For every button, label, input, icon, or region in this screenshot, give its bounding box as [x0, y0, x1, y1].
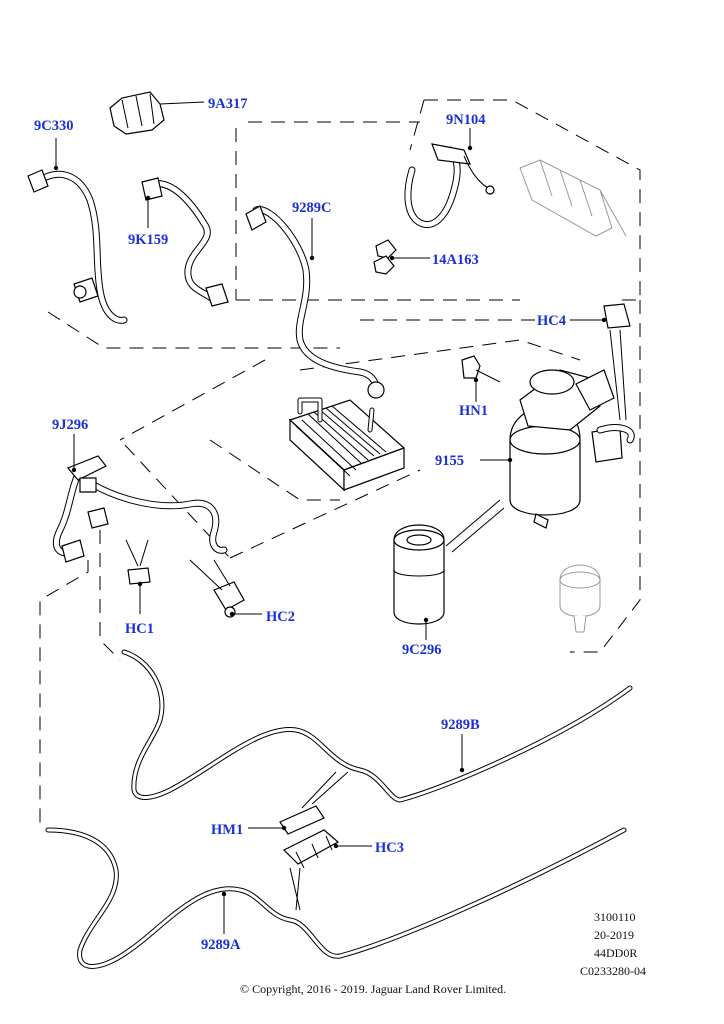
- part-9C330-hose: [27, 138, 128, 324]
- part-9K159-harness: [141, 177, 229, 307]
- callout-HC1: HC1: [125, 621, 154, 637]
- callout-9289A: 9289A: [201, 937, 241, 953]
- ref-line-2: 20-2019: [594, 928, 634, 942]
- ref-line-1: 3100110: [594, 910, 636, 924]
- reference-block: 3100110 20-2019 44DD0R C0233280-04: [580, 910, 646, 978]
- callout-9A317: 9A317: [208, 96, 247, 112]
- part-9C296-filter-element: [393, 524, 445, 640]
- part-9289A-pipe: [45, 827, 627, 969]
- callout-9C330: 9C330: [34, 118, 73, 134]
- callout-9J296: 9J296: [52, 417, 88, 433]
- callout-9155: 9155: [435, 453, 464, 469]
- part-HN1-nut: [461, 355, 501, 402]
- part-9289B-pipe: [121, 649, 633, 803]
- part-9J296-hose: [53, 434, 228, 563]
- part-HC2-clip: [189, 559, 262, 618]
- part-9A317-clip: [109, 91, 205, 135]
- fuel-cooler-assembly: [288, 397, 406, 492]
- callout-labels: 9A317 9C330 9N104 9K159 9289C 14A163 HC4…: [34, 96, 566, 953]
- ref-line-3: 44DD0R: [594, 946, 637, 960]
- dashed-group-outlines: [39, 99, 641, 830]
- ref-line-4: C0233280-04: [580, 964, 646, 978]
- part-9289C-pipe: [245, 205, 385, 399]
- callout-9N104: 9N104: [446, 112, 485, 128]
- callout-HN1: HN1: [459, 403, 488, 419]
- callout-HC4: HC4: [537, 313, 566, 329]
- part-9N104-connector: [404, 128, 495, 229]
- fuel-heater-sensor-ghost: [519, 159, 627, 237]
- copyright-notice: © Copyright, 2016 - 2019. Jaguar Land Ro…: [240, 982, 506, 996]
- part-HC3-clip: [282, 829, 372, 911]
- part-9155-fuel-filter-housing: [445, 369, 635, 553]
- callout-9289B: 9289B: [441, 717, 480, 733]
- callout-9C296: 9C296: [402, 642, 441, 658]
- callout-9289C: 9289C: [292, 200, 331, 216]
- part-HC1-clip: [125, 539, 151, 614]
- part-14A163-clip: [373, 239, 430, 275]
- callout-HC3: HC3: [375, 840, 404, 856]
- part-HM1-bracket: [248, 771, 349, 835]
- callout-HC2: HC2: [266, 609, 295, 625]
- pressure-regulator-ghost: [559, 564, 601, 633]
- callout-HM1: HM1: [211, 822, 243, 838]
- callout-9K159: 9K159: [128, 232, 168, 248]
- part-HC4-clip: [570, 303, 631, 421]
- callout-14A163: 14A163: [432, 252, 479, 268]
